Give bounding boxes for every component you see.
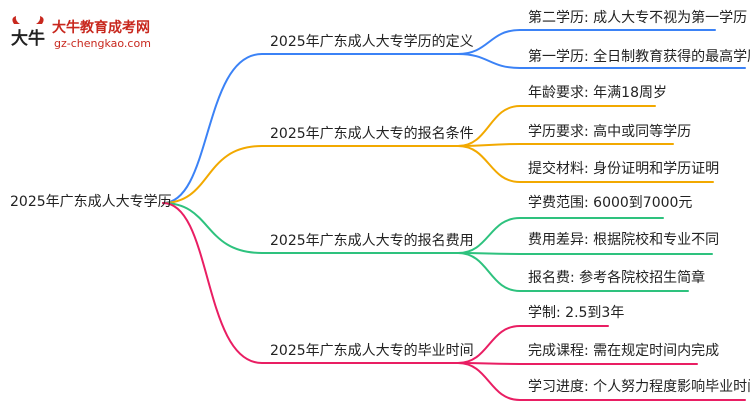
branch-1-leaf-1-connector [457, 29, 716, 55]
branch-2-leaf-2: 学历要求: 高中或同等学历 [528, 124, 692, 140]
branch-2-leaf-3-connector [457, 145, 714, 183]
branch-2-leaf-3: 提交材料: 身份证明和学历证明 [528, 161, 720, 177]
branch-1-connector [162, 53, 459, 204]
branch-1-leaf-2-connector [457, 53, 746, 69]
branch-1-leaf-2: 第一学历: 全日制教育获得的最高学历 [528, 49, 750, 65]
branch-2-leaf-1: 年龄要求: 年满18周岁 [528, 85, 667, 101]
branch-3-connector [162, 202, 459, 254]
branch-4-leaf-2: 完成课程: 需在规定时间内完成 [528, 343, 720, 359]
site-logo[interactable]: 大牛 大牛教育成考网 gz-chengkao.com [8, 14, 168, 54]
root-node-label: 2025年广东成人大专学历 [10, 194, 172, 210]
logo-mark-text: 大牛 [11, 28, 45, 49]
logo-site-url: gz-chengkao.com [54, 37, 151, 50]
branch-3-leaf-1: 学费范围: 6000到7000元 [528, 195, 693, 211]
branch-4-leaf-1: 学制: 2.5到3年 [528, 305, 625, 321]
branch-2-label: 2025年广东成人大专的报名条件 [270, 126, 474, 142]
branch-1-leaf-1: 第二学历: 成人大专不视为第一学历 [528, 10, 748, 26]
branch-3-leaf-3-connector [457, 252, 689, 292]
branch-3-leaf-2-connector [457, 252, 713, 255]
branch-3-label: 2025年广东成人大专的报名费用 [270, 233, 474, 249]
branch-4-leaf-1-connector [457, 325, 609, 364]
branch-2-leaf-1-connector [457, 105, 656, 147]
branch-3-leaf-1-connector [457, 217, 664, 254]
branch-4-leaf-3: 学习进度: 个人努力程度影响毕业时间 [528, 379, 750, 395]
branch-4-label: 2025年广东成人大专的毕业时间 [270, 343, 474, 359]
bull-logo-icon: 大牛 [11, 16, 45, 49]
branch-2-leaf-2-connector [457, 143, 674, 147]
branch-4-connector [162, 202, 459, 364]
branch-3-leaf-3: 报名费: 参考各院校招生简章 [528, 270, 706, 286]
branch-4-leaf-2-connector [457, 362, 698, 365]
logo-site-name: 大牛教育成考网 [52, 20, 150, 36]
branch-1-label: 2025年广东成人大专学历的定义 [270, 34, 474, 50]
branch-4-leaf-3-connector [457, 362, 746, 401]
branch-2-connector [162, 145, 459, 204]
branch-3-leaf-2: 费用差异: 根据院校和专业不同 [528, 232, 720, 248]
